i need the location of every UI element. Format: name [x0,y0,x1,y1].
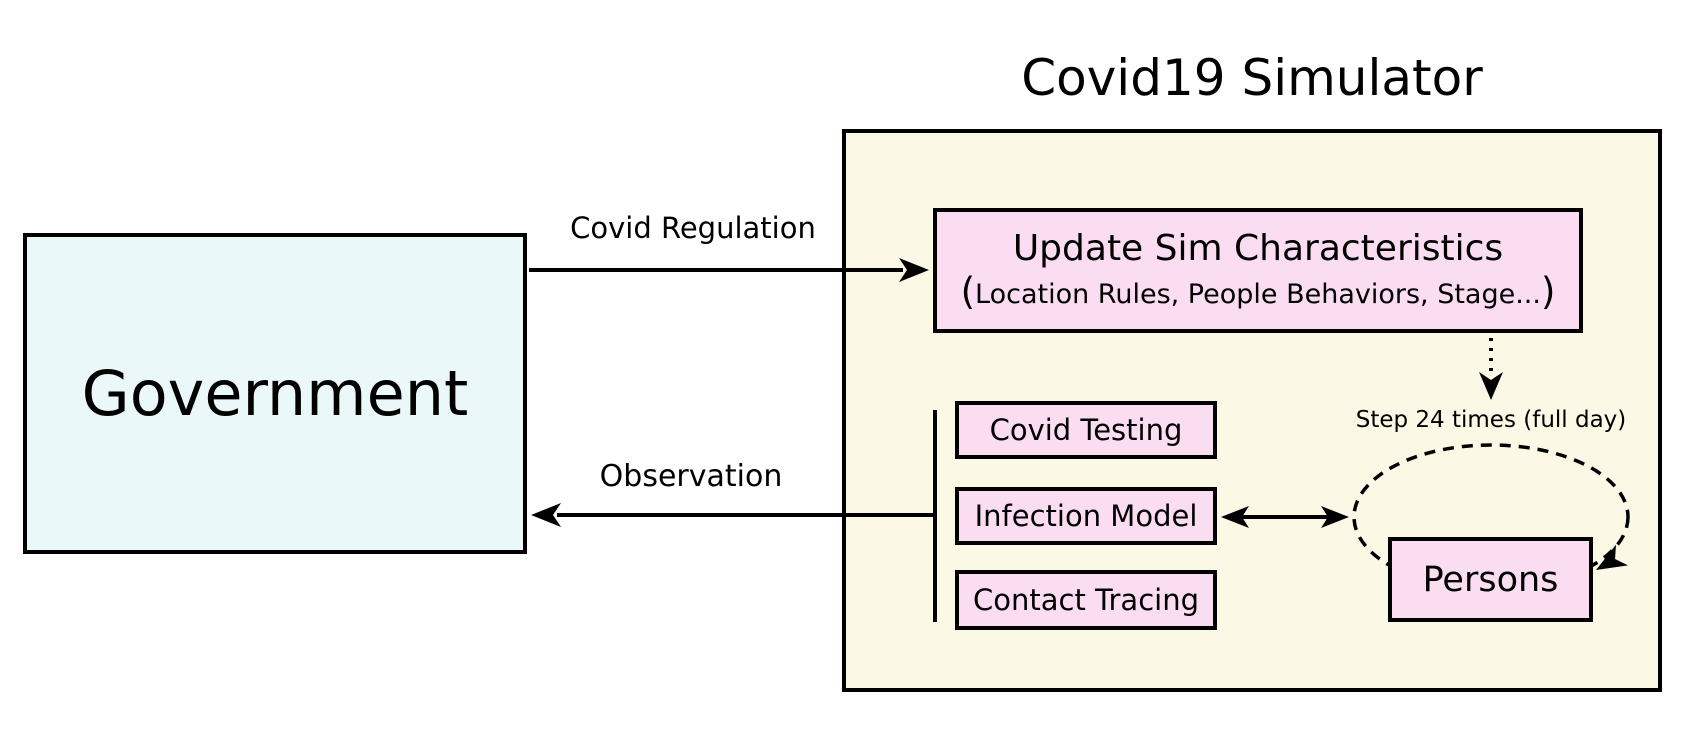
observation-arrow [531,503,935,527]
arrowhead-right-icon [1321,506,1349,528]
arrowhead-left-icon [1221,506,1249,528]
infection-model-label: Infection Model [974,499,1198,533]
close-paren: ) [1540,270,1556,314]
covid-regulation-arrow [529,258,929,282]
contact-tracing-label: Contact Tracing [973,583,1199,617]
infection-model-box: Infection Model [955,487,1217,545]
observation-label: Observation [599,459,783,494]
persons-box: Persons [1388,537,1593,622]
update-to-loop-dotted-arrow [1479,338,1503,400]
persons-label: Persons [1422,559,1559,600]
contact-tracing-box: Contact Tracing [955,570,1217,630]
covid-regulation-label: Covid Regulation [570,211,816,245]
arrowhead-down-icon [1479,372,1503,400]
arrowhead-right-icon [899,258,929,282]
update-box-subtitle-text: Location Rules, People Behaviors, Stage.… [975,279,1541,311]
government-box: Government [23,233,527,554]
open-paren: ( [960,270,976,314]
arrowhead-loop-icon [1596,544,1628,570]
government-label: Government [81,357,469,430]
update-box-title: Update Sim Characteristics [1012,227,1504,269]
infection-persons-double-arrow [1221,506,1349,528]
covid-testing-label: Covid Testing [989,413,1183,447]
covid-testing-box: Covid Testing [955,401,1217,459]
update-sim-characteristics-box: Update Sim Characteristics (Location Rul… [933,208,1583,333]
step-loop-ellipse [1352,443,1630,591]
update-box-subtitle: (Location Rules, People Behaviors, Stage… [960,270,1556,314]
arrowhead-left-icon [531,503,561,527]
step-loop-label: Step 24 times (full day) [1355,407,1627,433]
simulator-title: Covid19 Simulator [1021,49,1483,107]
